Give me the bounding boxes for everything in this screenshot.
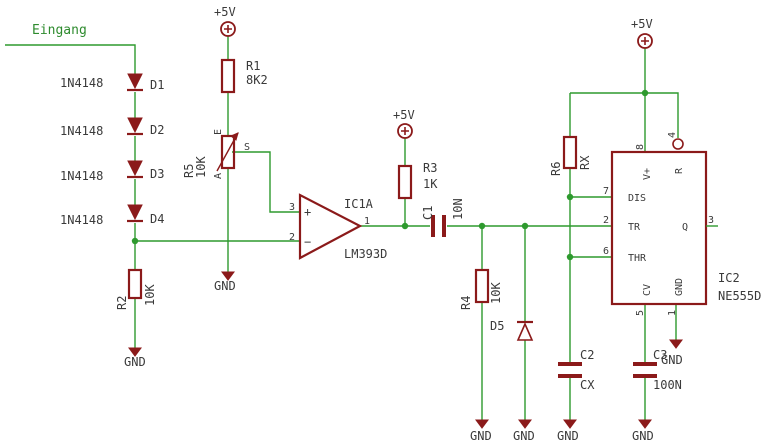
r5-ref-label: R5: [182, 164, 196, 178]
c1-ref-label: C1: [421, 206, 435, 220]
ic2-r-label: R: [674, 167, 685, 174]
resistor-r4: [474, 268, 490, 304]
ic2-dis-label: DIS: [628, 193, 646, 204]
ic2-pin8-label: 8: [635, 144, 646, 150]
ic1a-part-label: LM393D: [344, 247, 387, 261]
r1-ref-label: R1: [246, 59, 260, 73]
ic2-vplus-label: V+: [642, 168, 653, 180]
r6-ref-label: R6: [549, 162, 563, 176]
diode-d5: [516, 320, 534, 341]
svg-text:−: −: [304, 235, 311, 249]
r2-ground-label: GND: [124, 355, 146, 369]
ground-symbol-r2: [128, 347, 142, 357]
r5-pin-e-label: E: [213, 129, 224, 135]
r2-ref-label: R2: [115, 296, 129, 310]
r1-value-label: 8K2: [246, 73, 268, 87]
diode-d3: [127, 160, 143, 179]
c3-ground-label: GND: [632, 429, 654, 443]
r4-ref-label: R4: [459, 296, 473, 310]
r5-pin-s-label: S: [244, 142, 250, 153]
resistor-r3: [397, 164, 413, 200]
ic2-pin4-label: 4: [667, 132, 678, 138]
r4-value-label: 10K: [489, 282, 503, 304]
ic2-q-label: Q: [682, 222, 688, 233]
ic1a-pin2-label: 2: [289, 232, 295, 243]
diode-d1: [127, 73, 143, 92]
supply-symbol-r1: [220, 21, 236, 37]
r2-value-label: 10K: [143, 284, 157, 306]
d4-part-label: 1N4148: [60, 213, 103, 227]
r5-pin-a-label: A: [213, 173, 224, 179]
ground-symbol-ic2: [669, 339, 683, 349]
ic2-ground-label: GND: [661, 353, 683, 367]
svg-text:+: +: [304, 205, 311, 219]
resistor-r1: [220, 58, 236, 94]
d1-part-label: 1N4148: [60, 76, 103, 90]
capacitor-c2: [558, 362, 582, 378]
resistor-r6: [562, 135, 578, 170]
input-net-label: Eingang: [32, 23, 87, 38]
ground-symbol-r5: [221, 271, 235, 281]
ic1a-pin3-label: 3: [289, 202, 295, 213]
ground-symbol-r4: [475, 419, 489, 429]
potentiometer-r5: [216, 132, 239, 172]
ic2-ref-label: IC2: [718, 271, 740, 285]
d5-ref-label: D5: [490, 319, 504, 333]
ic2-pin3-label: 3: [708, 215, 714, 226]
wires: [5, 36, 679, 420]
ground-symbol-d5: [518, 419, 532, 429]
r1-supply-label: +5V: [214, 5, 236, 19]
ic2-pin2-label: 2: [603, 215, 609, 226]
c3-value-label: 100N: [653, 378, 682, 392]
r6-value-label: RX: [578, 155, 592, 170]
ground-symbol-c2: [563, 419, 577, 429]
ic2-tr-label: TR: [628, 222, 641, 233]
r3-supply-label: +5V: [393, 108, 415, 122]
d3-part-label: 1N4148: [60, 169, 103, 183]
comparator-ic1a: + −: [298, 193, 363, 260]
d2-ref-label: D2: [150, 123, 164, 137]
capacitor-c1: [431, 215, 446, 237]
c2-ground-label: GND: [557, 429, 579, 443]
c1-value-label: 10N: [451, 198, 465, 220]
c3-ref-label: C3: [653, 348, 667, 362]
ic2-pin6-label: 6: [603, 246, 609, 257]
c2-ref-label: C2: [580, 348, 594, 362]
d5-ground-label: GND: [513, 429, 535, 443]
ic2-gnd-pin-label: GND: [674, 278, 685, 296]
ic1a-ref-label: IC1A: [344, 197, 374, 211]
capacitor-c3: [633, 362, 657, 378]
c2-value-label: CX: [580, 378, 595, 392]
ground-symbol-c3: [638, 419, 652, 429]
d4-ref-label: D4: [150, 212, 164, 226]
ic2-part-label: NE555D: [718, 289, 761, 303]
r3-value-label: 1K: [423, 177, 438, 191]
r4-ground-label: GND: [470, 429, 492, 443]
r5-ground-label: GND: [214, 279, 236, 293]
d3-ref-label: D3: [150, 167, 164, 181]
timer-ic2: [610, 138, 718, 306]
ic2-supply-label: +5V: [631, 17, 653, 31]
resistor-r2: [127, 268, 143, 300]
r3-ref-label: R3: [423, 161, 437, 175]
ic2-pin5-label: 5: [635, 310, 646, 316]
diode-d4: [127, 204, 143, 223]
ic1a-pin1-label: 1: [364, 216, 370, 227]
junctions: [131, 89, 649, 261]
d1-ref-label: D1: [150, 78, 164, 92]
ic2-cv-label: CV: [642, 284, 653, 296]
ic2-pin1-label: 1: [667, 310, 678, 316]
diode-d2: [127, 117, 143, 136]
supply-symbol-ic2: [637, 33, 653, 49]
ic2-pin7-label: 7: [603, 186, 609, 197]
supply-symbol-r3: [397, 123, 413, 139]
r5-value-label: 10K: [194, 156, 208, 178]
d2-part-label: 1N4148: [60, 124, 103, 138]
ic2-thr-label: THR: [628, 253, 647, 264]
